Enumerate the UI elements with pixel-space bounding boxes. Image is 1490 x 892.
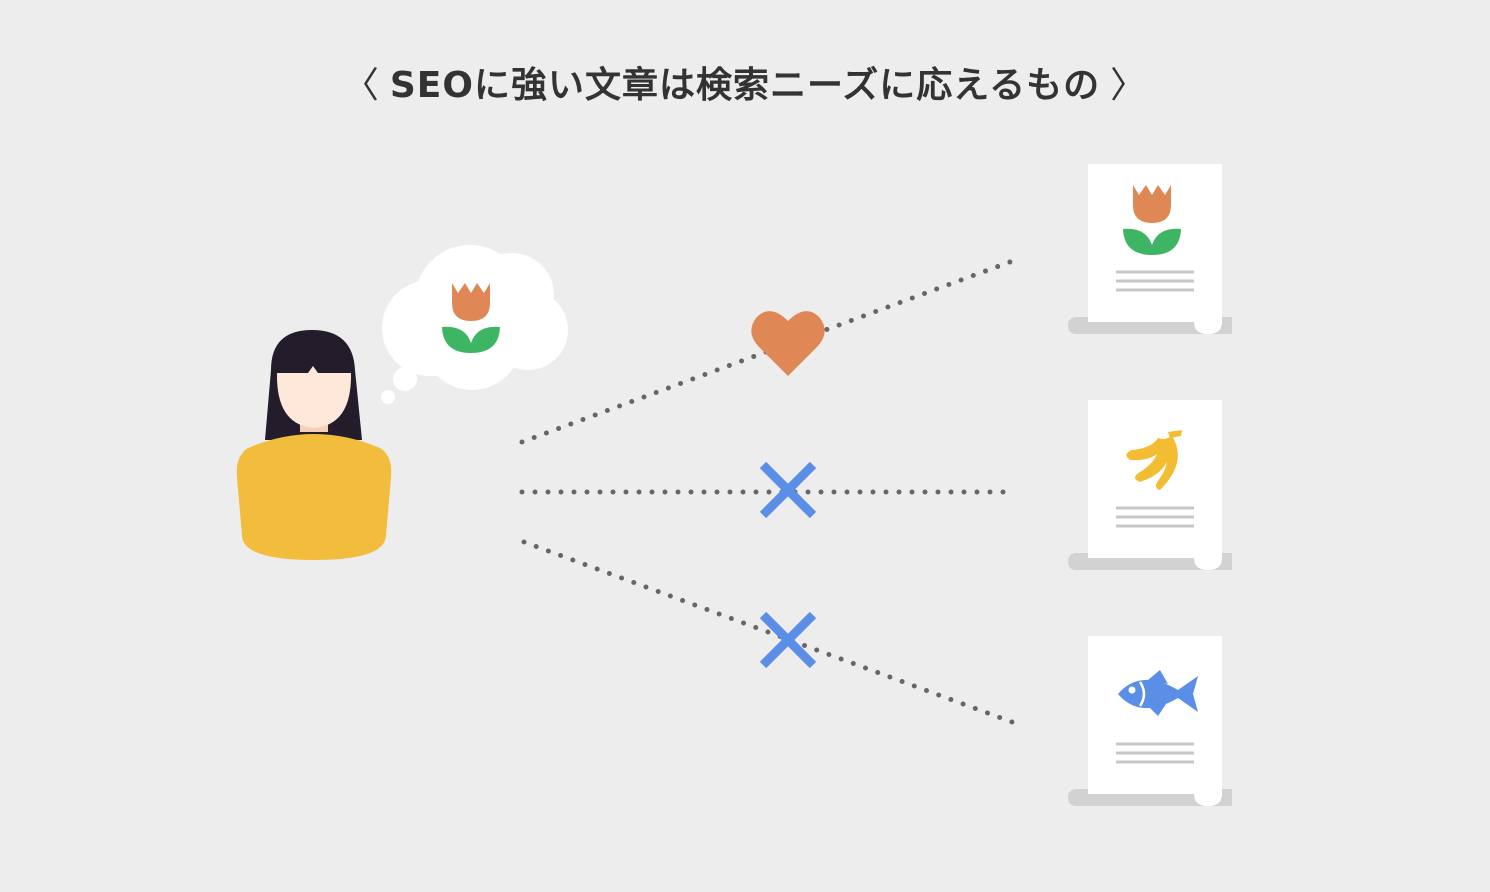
sweater <box>236 434 392 560</box>
person-figure <box>236 330 392 560</box>
title-close-bracket: 〉 <box>1110 65 1148 106</box>
face <box>276 366 352 428</box>
title-open-bracket: 〈 <box>342 65 380 106</box>
heart-icon <box>751 311 825 376</box>
connection-line-mismatch-2 <box>521 539 1015 725</box>
banana-icon <box>1126 430 1182 490</box>
fish-icon <box>1118 670 1198 716</box>
cross-icon <box>763 615 813 665</box>
document-banana <box>1066 398 1234 572</box>
document-fish <box>1066 634 1234 808</box>
document-tulip <box>1066 162 1234 336</box>
thought-bubble <box>381 245 568 404</box>
diagram-title: 〈SEOに強い文章は検索ニーズに応えるもの〉 <box>0 56 1490 108</box>
title-text: SEOに強い文章は検索ニーズに応えるもの <box>389 65 1101 106</box>
